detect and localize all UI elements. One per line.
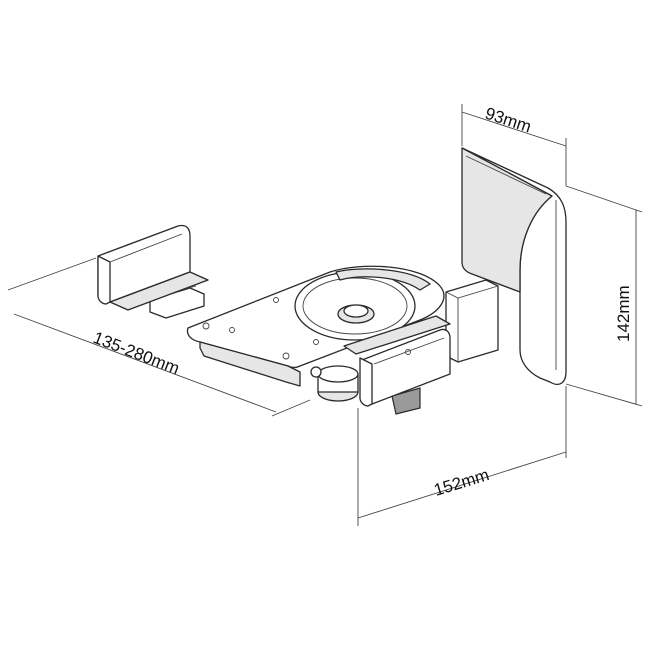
dimension-width-label: 152mm: [432, 465, 492, 500]
wall-plate: [461, 147, 567, 386]
rear-bracket: [97, 224, 209, 311]
dimension-height: 142mm: [565, 185, 643, 407]
dimension-height-label: 142mm: [614, 285, 633, 342]
front-bracket: [343, 315, 451, 407]
dimension-depth-label: 93mm: [483, 104, 534, 137]
rotating-plate: [186, 265, 445, 387]
dimension-arm-length-label: 135-280mm: [91, 328, 183, 378]
arm-block: [445, 279, 499, 363]
dimension-width: 152mm: [357, 386, 567, 526]
pivot-knob: [310, 365, 421, 415]
